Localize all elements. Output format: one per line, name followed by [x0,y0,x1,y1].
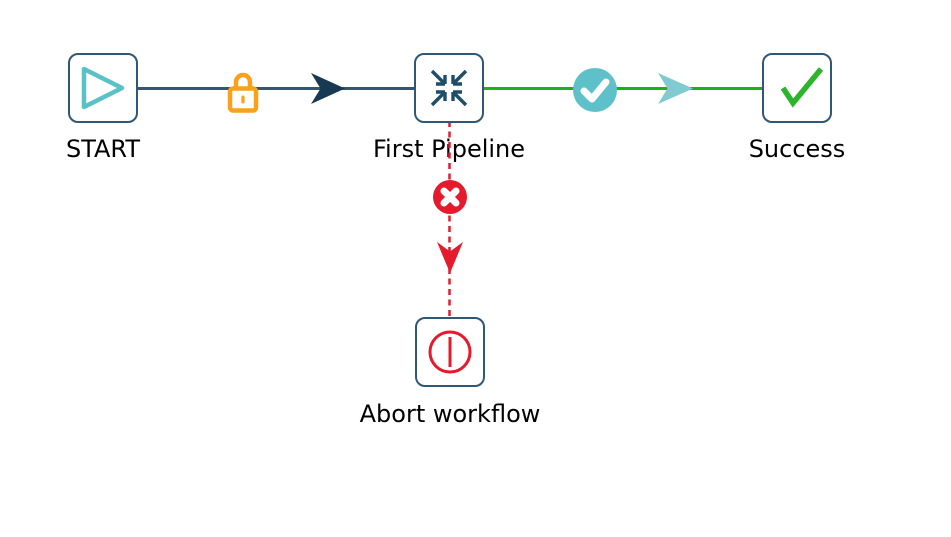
play-icon [81,66,125,110]
x-glyph [440,187,460,207]
node-start[interactable] [68,53,138,123]
check-circle-icon [573,68,617,112]
node-label-success: Success [748,135,846,163]
check-glyph [580,78,610,103]
arrowhead-dark-icon [311,73,345,104]
node-first-pipeline[interactable] [414,53,484,123]
lock-icon [227,72,259,113]
node-abort-workflow[interactable] [415,317,485,387]
arrowhead-red-icon [437,242,463,273]
x-circle-icon [433,180,467,214]
node-label-abort: Abort workflow [359,400,541,428]
abort-power-icon [428,330,472,374]
arrowhead-teal-icon [658,73,693,104]
check-icon [780,67,824,108]
node-success[interactable] [762,53,832,123]
edge-pipeline-to-success [484,87,762,90]
node-label-start: START [65,135,141,163]
edge-start-to-pipeline [138,87,414,90]
edge-pipeline-to-abort [448,121,451,319]
compress-arrows-icon [430,69,468,107]
